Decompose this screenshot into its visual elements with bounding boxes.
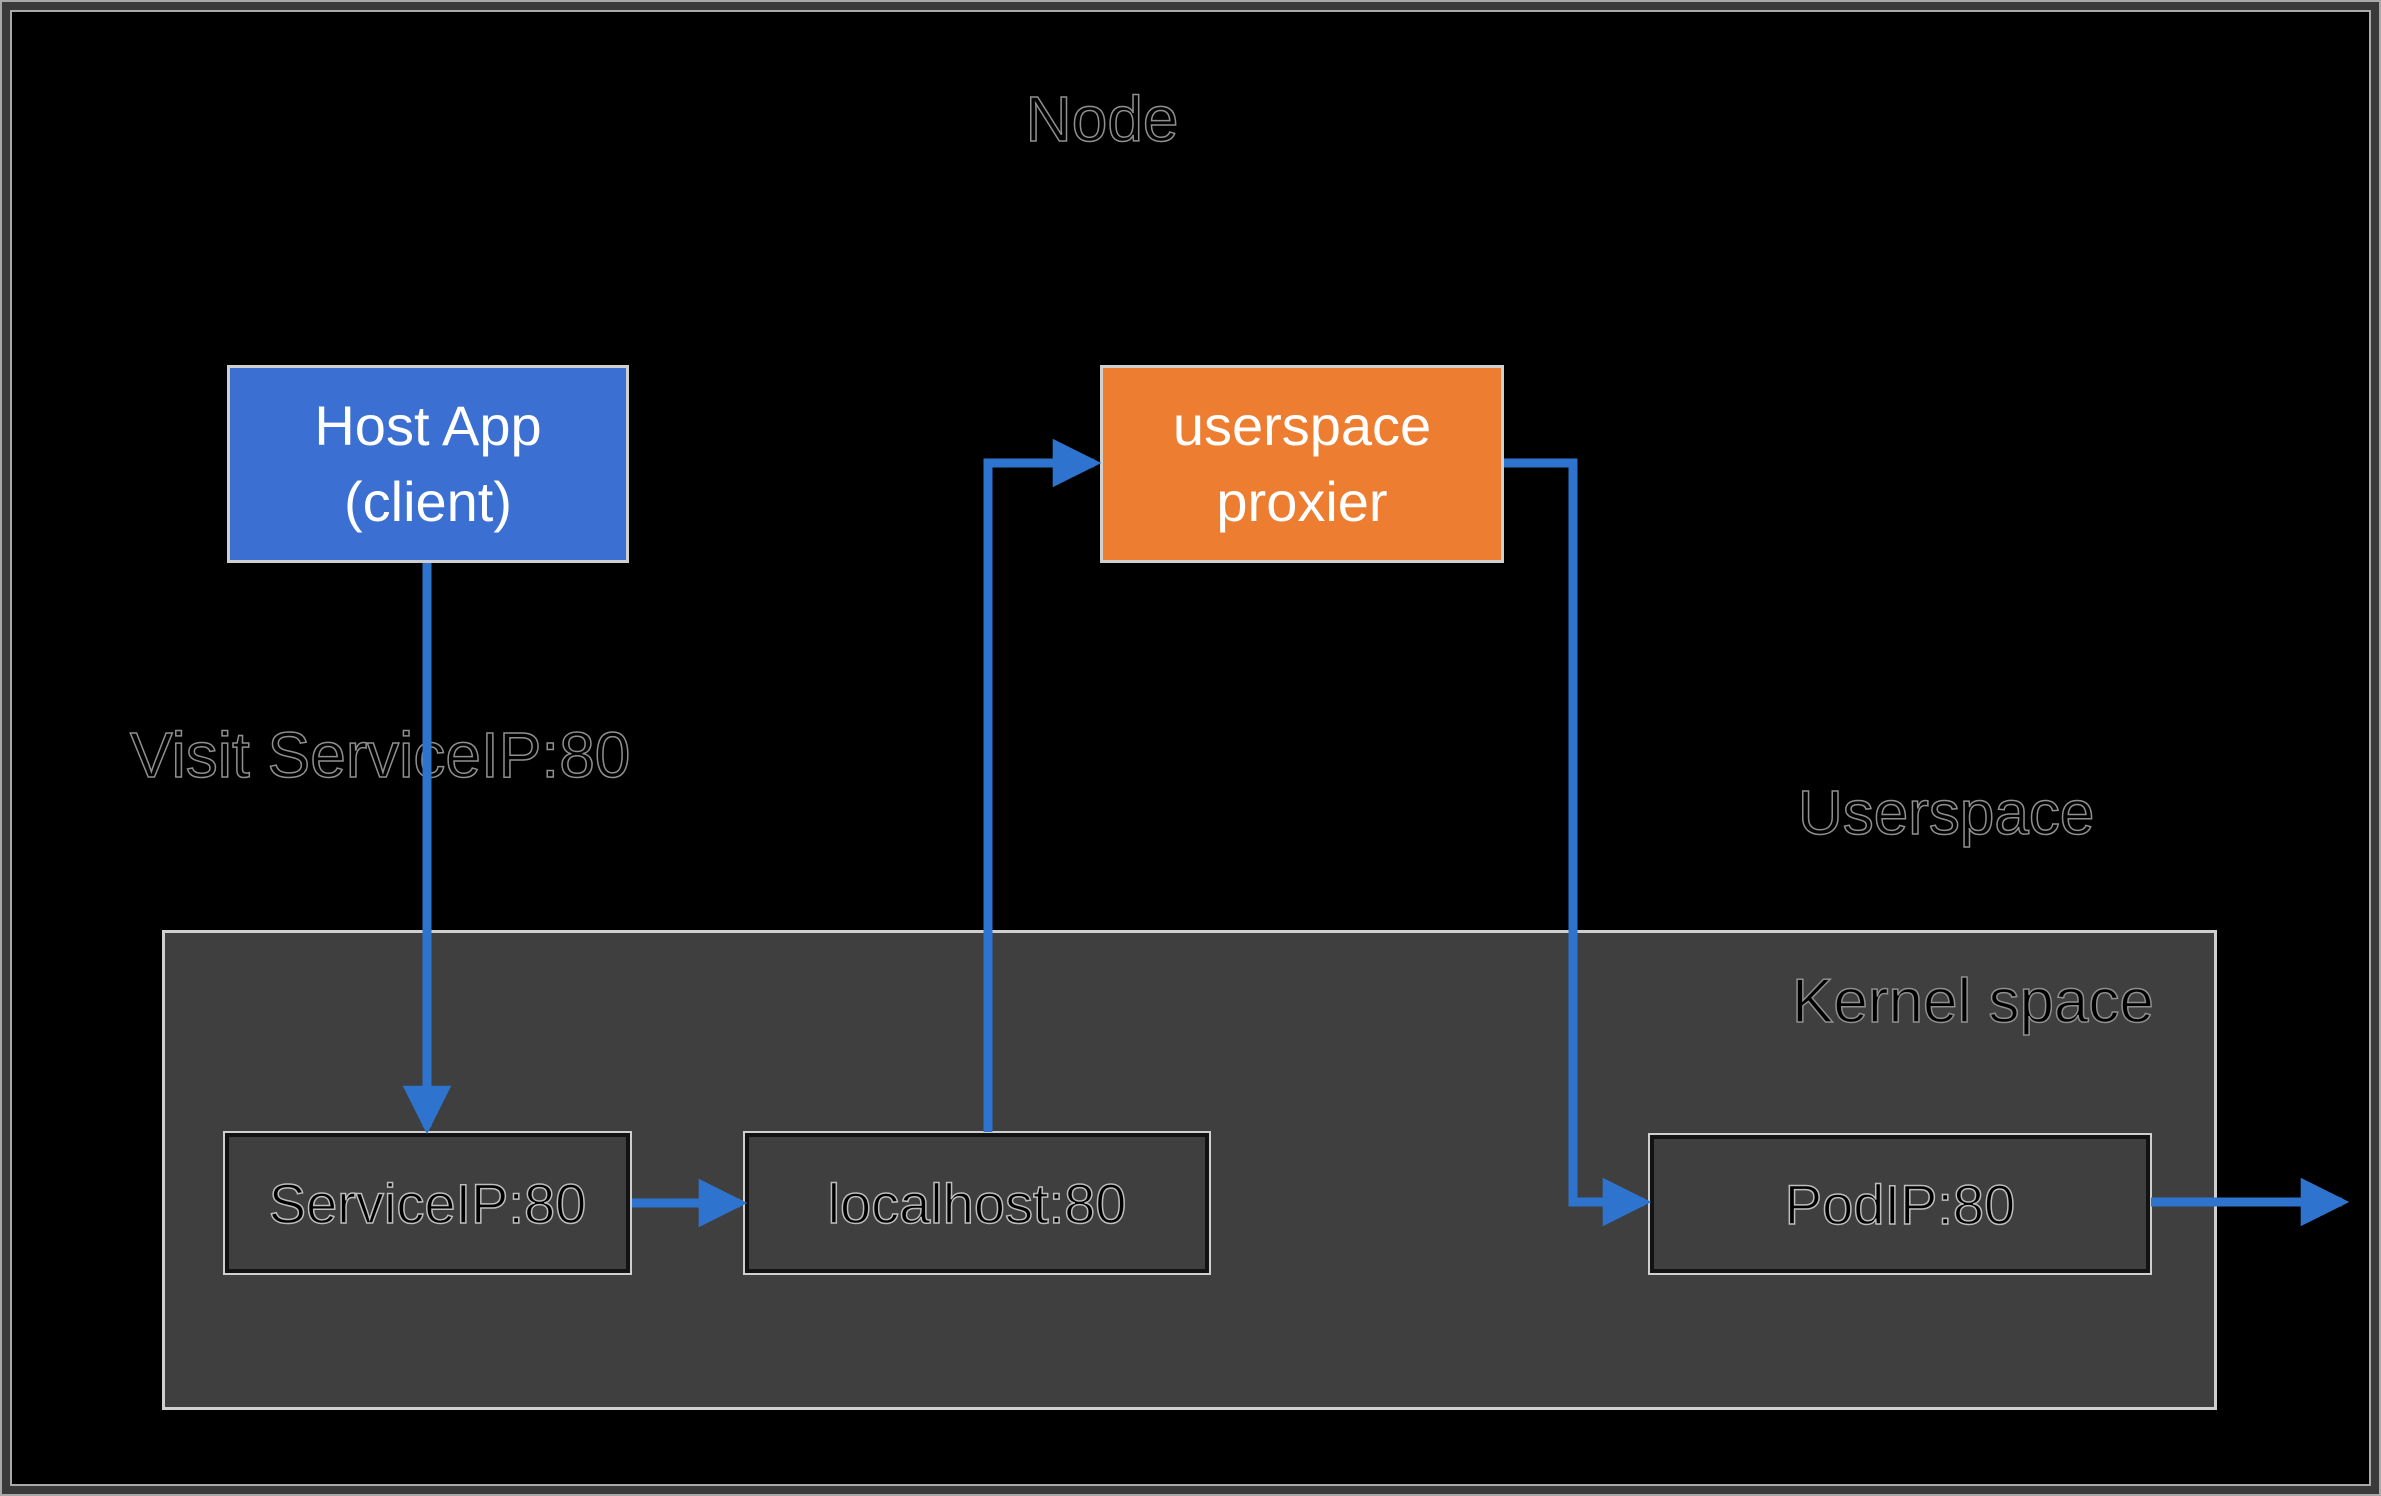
host-app-box: Host App (client) <box>227 365 629 563</box>
kernel-space-panel <box>162 930 2217 1410</box>
service-ip-box: ServiceIP:80 <box>225 1133 630 1273</box>
localhost-box: localhost:80 <box>745 1133 1209 1273</box>
visit-serviceip-label: Visit ServiceIP:80 <box>129 718 631 792</box>
userspace-region-label: Userspace <box>1797 778 2095 849</box>
userspace-proxier-box: userspace proxier <box>1100 365 1504 563</box>
pod-ip-box: PodIP:80 <box>1650 1135 2150 1273</box>
host-app-label-line2: (client) <box>343 470 513 533</box>
service-ip-label: ServiceIP:80 <box>268 1171 587 1236</box>
pod-ip-label: PodIP:80 <box>1784 1172 2016 1237</box>
host-app-label-line1: Host App <box>314 394 542 457</box>
localhost-label: localhost:80 <box>827 1171 1127 1236</box>
node-title: Node <box>1025 82 1180 156</box>
kernel-space-label: Kernel space <box>1791 966 2154 1037</box>
userspace-proxier-label-line1: userspace <box>1172 394 1432 457</box>
userspace-proxier-label-line2: proxier <box>1216 470 1388 533</box>
